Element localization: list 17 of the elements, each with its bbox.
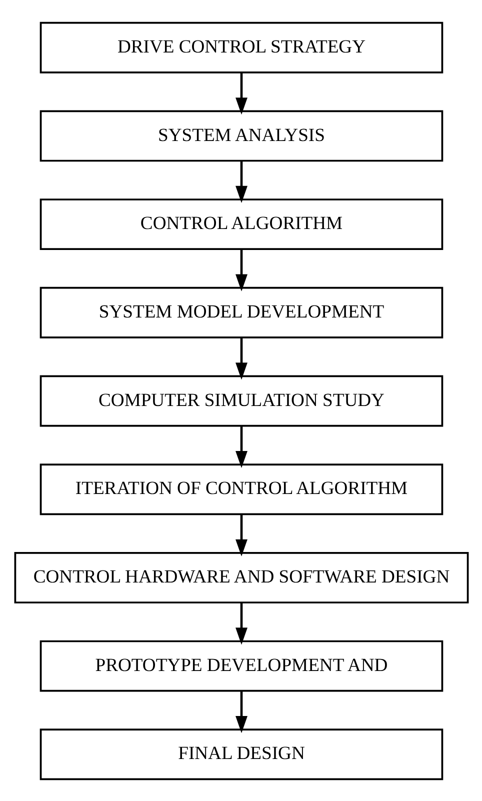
node-box: ITERATION OF CONTROL ALGORITHM bbox=[39, 463, 443, 515]
arrow bbox=[235, 160, 247, 202]
arrow bbox=[235, 602, 247, 644]
node-box: CONTROL HARDWARE AND SOFTWARE DESIGN bbox=[14, 551, 468, 603]
arrow bbox=[235, 425, 247, 468]
node-box: DRIVE CONTROL STRATEGY bbox=[39, 21, 443, 73]
node-box: PROTOTYPE DEVELOPMENT AND bbox=[39, 640, 443, 692]
node-box: FINAL DESIGN bbox=[39, 728, 443, 780]
node-box: COMPUTER SIMULATION STUDY bbox=[39, 374, 443, 426]
arrow bbox=[235, 690, 247, 733]
node-box: CONTROL ALGORITHM bbox=[39, 198, 443, 250]
arrow bbox=[235, 337, 247, 380]
arrow bbox=[235, 248, 247, 291]
node-box: SYSTEM MODEL DEVELOPMENT bbox=[39, 286, 443, 338]
node-box: SYSTEM ANALYSIS bbox=[39, 110, 443, 162]
arrow bbox=[235, 514, 247, 556]
arrow bbox=[235, 72, 247, 114]
